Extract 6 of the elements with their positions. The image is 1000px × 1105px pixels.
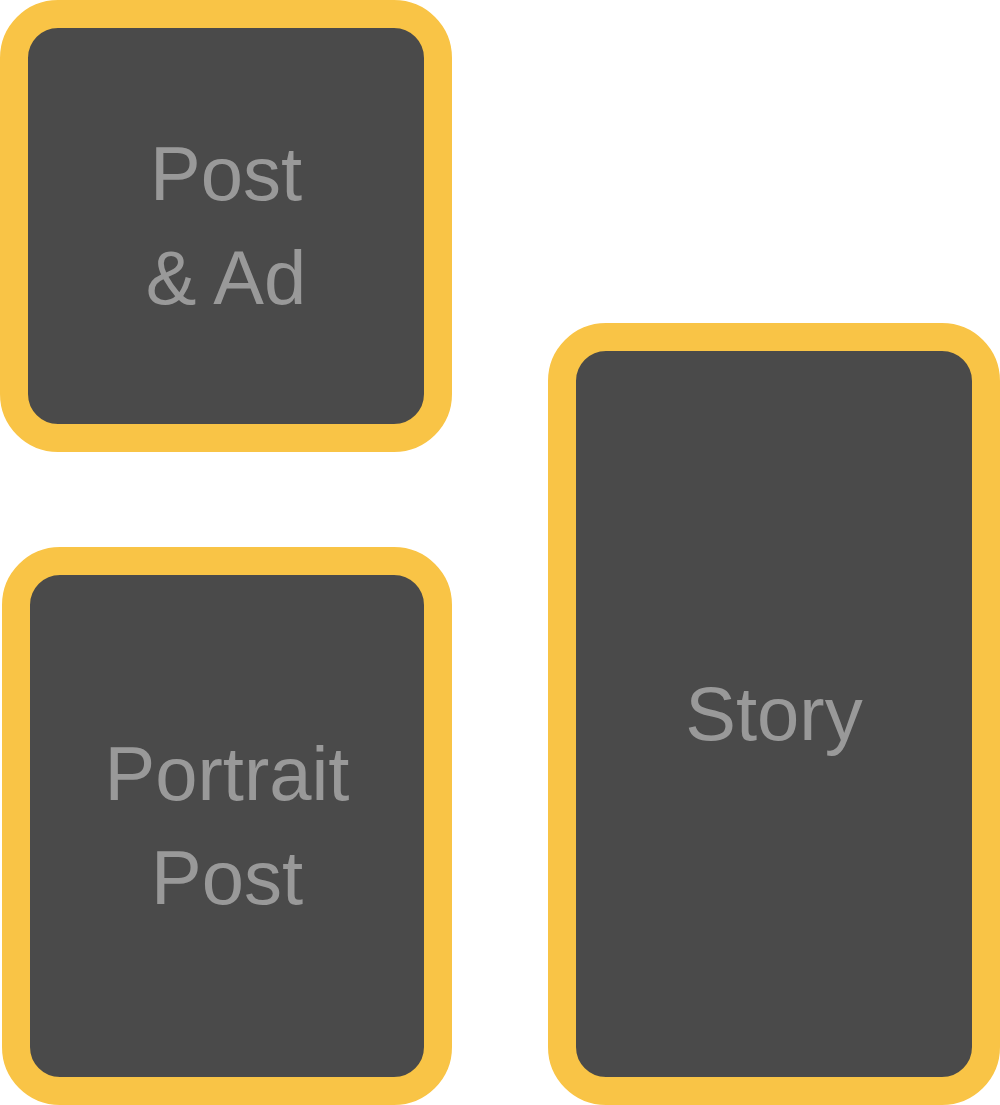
- rounded-card: [548, 323, 1000, 1105]
- rounded-card: [0, 0, 452, 452]
- card-label: Story: [685, 670, 863, 758]
- card-label: Portrait Post: [103, 730, 351, 922]
- card-label: Post & Ad: [144, 130, 308, 322]
- rounded-card: [2, 547, 452, 1105]
